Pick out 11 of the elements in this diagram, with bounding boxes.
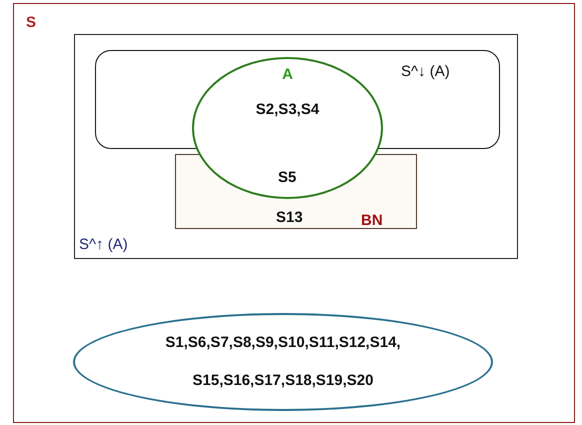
set-label: S^↓ (A) — [401, 62, 450, 82]
upper-approximation-box — [74, 34, 518, 259]
universe-box — [13, 3, 575, 423]
set-label: BN — [361, 211, 383, 231]
set-label: S^↑ (A) — [79, 235, 128, 255]
element-list: S13 — [276, 207, 303, 230]
set-label: A — [281, 65, 294, 85]
element-list: S1,S6,S7,S8,S9,S10,S11,S12,S14, S15,S16,S17,S18,S19,S20 — [103, 324, 463, 400]
set-label: S — [26, 13, 36, 33]
element-list: S5 — [278, 167, 296, 190]
element-list: S2,S3,S4 — [194, 99, 381, 122]
